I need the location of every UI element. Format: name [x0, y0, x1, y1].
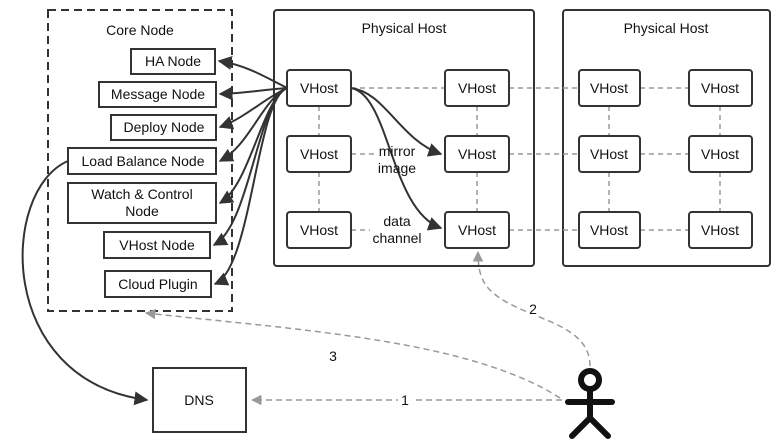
load-balance-node-label: Load Balance Node: [82, 153, 205, 169]
physical-host-1: Physical Host: [273, 9, 535, 267]
cloud-plugin-node-label: Cloud Plugin: [118, 276, 197, 292]
data-channel-label-line2: channel: [372, 230, 421, 246]
vhost-label: VHost: [590, 80, 628, 96]
vhost-label: VHost: [300, 146, 338, 162]
mirror-label-line1: mirror: [379, 143, 416, 159]
core-node-container: Core Node: [47, 9, 233, 312]
ha-node: HA Node: [130, 48, 216, 75]
vhost-label: VHost: [701, 222, 739, 238]
replication-arrows: [350, 87, 443, 231]
vhost-label: VHost: [458, 146, 496, 162]
vhost-h2-r2-c1: VHost: [578, 135, 641, 173]
load-balance-node: Load Balance Node: [67, 147, 217, 175]
vhost-h1-r1-c1: VHost: [286, 69, 352, 107]
vhost-label: VHost: [590, 146, 628, 162]
vhost-label: VHost: [701, 146, 739, 162]
flow-2-label: 2: [529, 301, 537, 317]
flow-2-user-to-vhost: [472, 250, 591, 367]
deploy-node: Deploy Node: [110, 114, 217, 141]
vhost-h2-r2-c2: VHost: [688, 135, 753, 173]
vhost-h1-r2-c2: VHost: [444, 135, 510, 173]
physical-host-1-title: Physical Host: [362, 20, 447, 36]
cloud-plugin-node: Cloud Plugin: [104, 270, 212, 298]
mirror-label-line2: image: [378, 160, 416, 176]
vhost-node-label: VHost Node: [119, 237, 195, 253]
flow-1-label: 1: [401, 392, 409, 408]
vhost-h2-r1-c1: VHost: [578, 69, 641, 107]
vhost-h2-r3-c1: VHost: [578, 211, 641, 249]
vhost-label: VHost: [458, 222, 496, 238]
physical-host-2-title: Physical Host: [624, 20, 709, 36]
vhost-h1-r2-c1: VHost: [286, 135, 352, 173]
message-node-label: Message Node: [111, 86, 205, 102]
vhost-node: VHost Node: [103, 231, 211, 259]
control-arrows: [212, 56, 288, 286]
load-balance-to-dns-arrow: [21, 160, 149, 406]
flow-3-label: 3: [329, 348, 337, 364]
vhost-h2-r3-c2: VHost: [688, 211, 753, 249]
dns-box: DNS: [152, 367, 247, 433]
vhost-label: VHost: [458, 80, 496, 96]
ha-node-label: HA Node: [145, 53, 201, 69]
vhost-h2-r1-c2: VHost: [688, 69, 753, 107]
dns-label: DNS: [184, 392, 214, 408]
core-node-title: Core Node: [106, 22, 174, 38]
vhost-grid-connectors: [318, 87, 721, 231]
vhost-label: VHost: [300, 222, 338, 238]
vhost-boxes: VHost VHost VHost VHost VHost VHost VHos…: [286, 69, 753, 249]
vhost-label: VHost: [590, 222, 628, 238]
flow-3-user-to-core: [144, 308, 561, 399]
physical-host-2: Physical Host: [562, 9, 771, 267]
watch-control-node-label-line1: Watch & Control: [91, 186, 192, 202]
watch-control-node-label-line2: Node: [125, 203, 159, 219]
message-node: Message Node: [98, 81, 217, 108]
user-icon: [565, 368, 615, 439]
watch-control-node: Watch & Control Node: [67, 182, 217, 224]
vhost-label: VHost: [701, 80, 739, 96]
vhost-label: VHost: [300, 80, 338, 96]
vhost-h1-r1-c2: VHost: [444, 69, 510, 107]
vhost-h1-r3-c1: VHost: [286, 211, 352, 249]
deploy-node-label: Deploy Node: [124, 119, 205, 135]
data-channel-label-line1: data: [383, 213, 410, 229]
vhost-h1-r3-c2: VHost: [444, 211, 510, 249]
